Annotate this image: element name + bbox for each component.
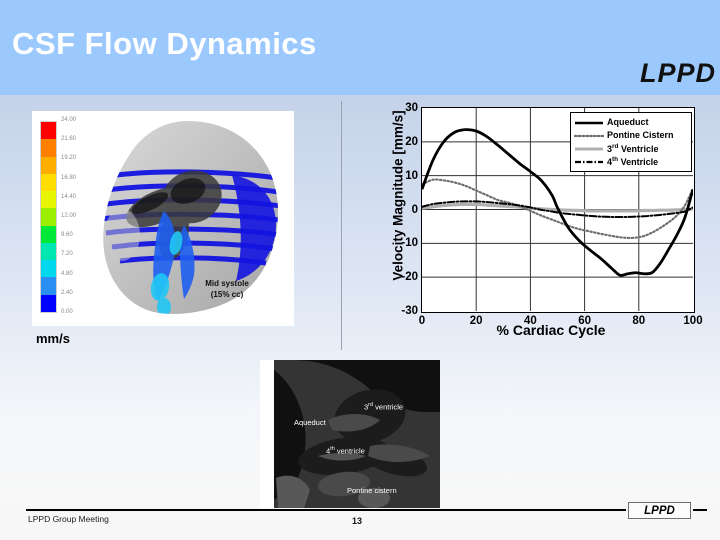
x-tick-100: 100 xyxy=(683,315,703,327)
mri-svg xyxy=(274,360,440,508)
legend-item-aqueduct: Aqueduct xyxy=(574,116,687,129)
colorbar-band-5 xyxy=(41,208,56,226)
footer-lppd-badge: LPPD xyxy=(628,502,691,519)
legend-label-third-ventricle: 3rd Ventricle xyxy=(607,142,659,154)
x-tick-60: 60 xyxy=(578,315,591,327)
legend-item-third-ventricle: 3rd Ventricle xyxy=(574,142,687,155)
page-title: CSF Flow Dynamics xyxy=(12,26,317,61)
legend-item-pontine-cistern: Pontine Cistern xyxy=(574,129,687,142)
series-line-3rd-ventricle xyxy=(422,202,693,213)
cfd-caption-line1: Mid systole xyxy=(205,279,249,288)
x-tick-80: 80 xyxy=(632,315,646,327)
colorbar-band-8 xyxy=(41,260,56,278)
panel-divider xyxy=(341,101,342,350)
chart-x-axis-label: % Cardiac Cycle xyxy=(496,322,606,338)
footer-rule xyxy=(26,509,626,511)
colorbar-tick-6: 9.60 xyxy=(61,232,73,239)
series-line-aqueduct xyxy=(422,128,693,277)
footer-rule-right xyxy=(693,509,707,511)
colorbar-band-4 xyxy=(41,191,56,209)
lppd-wordmark: LPPD xyxy=(639,58,716,88)
x-tick-0: 0 xyxy=(418,315,426,327)
mri-label-aqueduct: Aqueduct xyxy=(294,418,326,427)
velocity-chart: Velocity Magnitude [mm/s] % Cardiac Cycl… xyxy=(370,100,710,350)
y-tick--20: -20 xyxy=(401,271,418,284)
legend-label-aqueduct: Aqueduct xyxy=(607,117,649,127)
colorbar-band-1 xyxy=(41,139,56,157)
legend-key-dotted xyxy=(574,130,604,141)
mri-label-fourth-ventricle: 4th ventricle xyxy=(326,446,365,456)
chart-series xyxy=(422,128,693,277)
y-tick-30: 30 xyxy=(405,102,418,114)
colorbar-band-2 xyxy=(41,156,56,174)
chart-legend: Aqueduct Pontine Cistern 3rd Ventricle xyxy=(570,112,692,172)
colorbar: 24.00 21.60 19.20 16.80 14.40 12.00 9.60 7.20 4.… xyxy=(40,117,110,317)
colorbar-tick-5: 12.00 xyxy=(61,213,77,219)
colorbar-band-6 xyxy=(41,225,56,243)
colorbar-tick-0: 24.00 xyxy=(61,117,77,123)
series-line-4th-ventricle xyxy=(422,200,693,218)
colorbar-band-0 xyxy=(41,122,56,140)
legend-item-fourth-ventricle: 4th Ventricle xyxy=(574,155,687,168)
brain-cfd-render xyxy=(92,115,290,322)
colorbar-tick-9: 2.40 xyxy=(61,289,73,296)
colorbar-tick-10: 0.00 xyxy=(61,309,73,315)
y-tick--10: -10 xyxy=(401,237,418,250)
colorbar-tick-8: 4.80 xyxy=(61,270,73,277)
colorbar-tick-7: 7.20 xyxy=(61,251,73,258)
page-number: 13 xyxy=(352,516,363,526)
y-tick--30: -30 xyxy=(401,305,418,317)
colorbar-unit-label: mm/s xyxy=(36,331,70,346)
x-tick-20: 20 xyxy=(469,315,483,327)
brain-cfd-svg xyxy=(103,121,279,314)
colorbar-band-7 xyxy=(41,242,56,261)
mri-label-third-ventricle: 3rd ventricle xyxy=(364,402,404,412)
colorbar-tick-3: 16.80 xyxy=(61,174,77,181)
colorbar-band-9 xyxy=(41,277,56,295)
legend-key-solid-black xyxy=(574,117,604,128)
cfd-caption-line2: (15% cc) xyxy=(210,289,244,299)
colorbar-tick-4: 14.40 xyxy=(61,193,77,200)
legend-label-pontine-cistern: Pontine Cistern xyxy=(607,130,674,140)
header-band xyxy=(0,0,720,95)
colorbar-band-3 xyxy=(41,173,56,192)
colorbar-tick-1: 21.60 xyxy=(61,136,77,143)
y-tick-20: 20 xyxy=(405,135,418,148)
colorbar-tick-2: 19.20 xyxy=(61,155,77,162)
mri-label-pontine-cistern: Pontine cistern xyxy=(347,486,397,495)
colorbar-gradient xyxy=(40,121,57,313)
legend-key-dashdot xyxy=(574,156,604,167)
y-tick-10: 10 xyxy=(405,169,418,182)
footer-meeting-label: LPPD Group Meeting xyxy=(28,514,109,524)
cfd-caption: Mid systole (15% cc) xyxy=(172,279,282,301)
mri-anatomy-panel: Aqueduct 3rd ventricle 4th ventricle Pon… xyxy=(260,360,440,508)
chart-y-axis-label: Velocity Magnitude [mm/s] xyxy=(390,110,406,281)
legend-key-solid-gray xyxy=(574,143,604,154)
colorbar-tick-labels: 24.00 21.60 19.20 16.80 14.40 12.00 9.60 7.20 4.… xyxy=(61,117,109,315)
y-tick-0: 0 xyxy=(411,203,418,216)
cfd-visualization-panel: 24.00 21.60 19.20 16.80 14.40 12.00 9.60 7.20 4.… xyxy=(32,111,294,326)
legend-label-fourth-ventricle: 4th Ventricle xyxy=(607,155,659,167)
x-tick-40: 40 xyxy=(523,315,537,327)
mri-image: Aqueduct 3rd ventricle 4th ventricle Pon… xyxy=(274,360,440,508)
colorbar-band-10 xyxy=(41,294,56,312)
